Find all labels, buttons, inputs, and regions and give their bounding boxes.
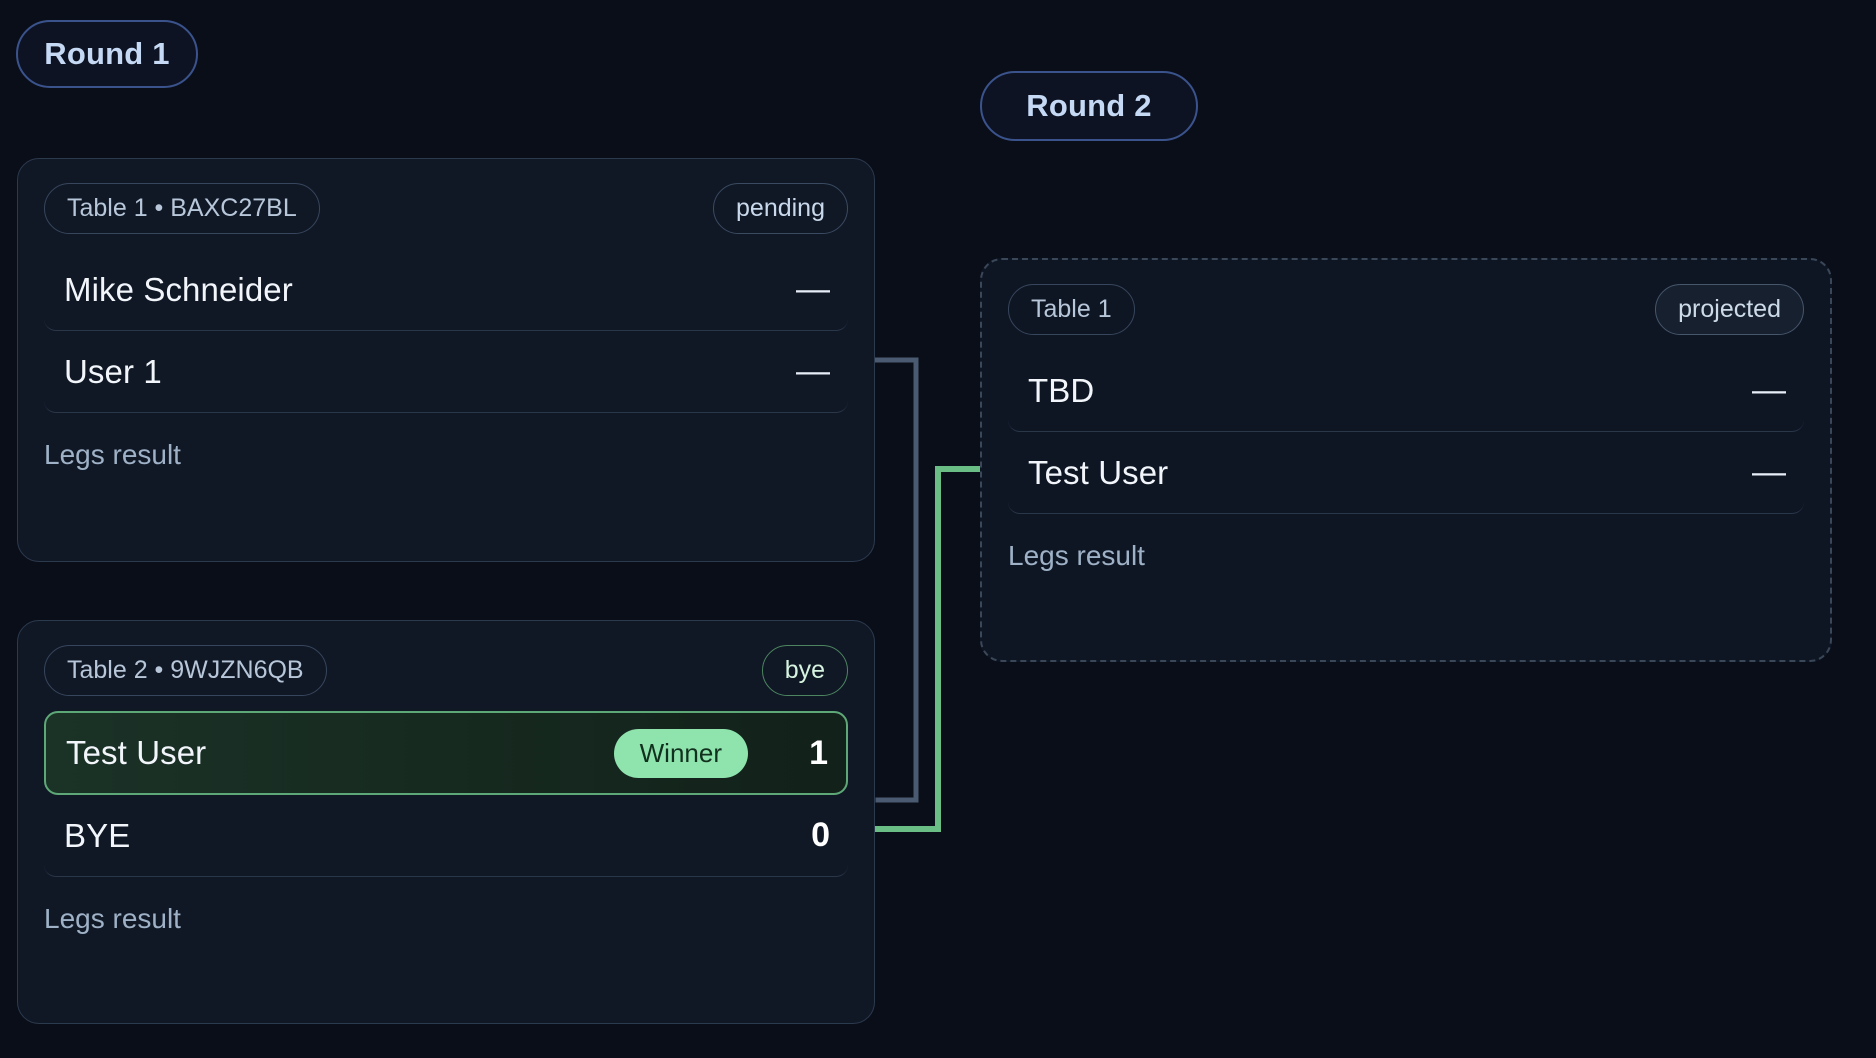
match-card-r1-m2[interactable]: Table 2 • 9WJZN6QB bye Test User Winner … (17, 620, 875, 1024)
table-chip: Table 1 (1008, 283, 1135, 335)
player-name: Test User (1028, 453, 1169, 491)
player-row-winner[interactable]: Test User Winner 1 (44, 711, 848, 795)
player-score: — (1752, 371, 1786, 409)
player-row[interactable]: User 1 — (44, 331, 848, 413)
player-name: TBD (1028, 371, 1095, 409)
table-chip: Table 1 • BAXC27BL (44, 182, 320, 234)
player-list: Test User Winner 1 BYE 0 (44, 711, 848, 877)
round-label-2: Round 2 (980, 71, 1198, 141)
player-score: — (1752, 453, 1786, 491)
player-score: — (796, 270, 830, 308)
match-card-r2-m1[interactable]: Table 1 projected TBD — Test User — Legs… (980, 258, 1832, 662)
player-name: BYE (64, 816, 131, 854)
player-list: TBD — Test User — (1008, 350, 1804, 514)
legs-result-label: Legs result (1008, 540, 1145, 571)
player-name: User 1 (64, 352, 162, 390)
player-row[interactable]: BYE 0 (44, 795, 848, 877)
match-header: Table 2 • 9WJZN6QB bye (44, 643, 848, 697)
legs-result-label: Legs result (44, 439, 181, 470)
winner-badge: Winner (613, 728, 748, 778)
status-badge: pending (713, 182, 848, 234)
player-row[interactable]: Test User — (1008, 432, 1804, 514)
player-row[interactable]: TBD — (1008, 350, 1804, 432)
connector-match1 (872, 357, 919, 803)
player-list: Mike Schneider — User 1 — (44, 249, 848, 413)
table-chip: Table 2 • 9WJZN6QB (44, 644, 327, 696)
match-header: Table 1 • BAXC27BL pending (44, 181, 848, 235)
status-badge: projected (1655, 283, 1804, 335)
player-score: 1 (809, 733, 828, 772)
match-header: Table 1 projected (1008, 282, 1804, 336)
player-score: 0 (811, 816, 830, 854)
status-badge: bye (761, 644, 848, 696)
player-row[interactable]: Mike Schneider — (44, 249, 848, 331)
player-score: — (796, 352, 830, 390)
round-label-1: Round 1 (16, 20, 198, 88)
player-name: Test User (66, 734, 207, 771)
match-card-r1-m1[interactable]: Table 1 • BAXC27BL pending Mike Schneide… (17, 158, 875, 562)
legs-result-label: Legs result (44, 903, 181, 934)
connector-match2-winner (875, 466, 983, 832)
player-name: Mike Schneider (64, 270, 293, 308)
